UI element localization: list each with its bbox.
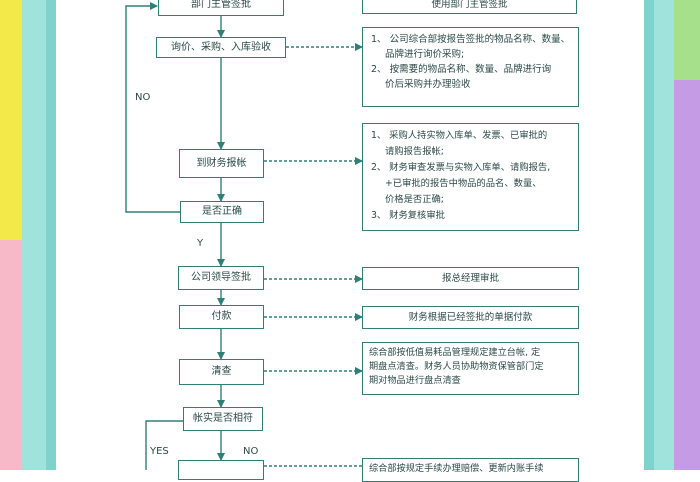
label-no-loop: NO: [135, 92, 151, 103]
step-inventory-check: 清查: [179, 359, 264, 385]
stripe-teal-left: [22, 0, 46, 470]
note-text: 使用部门主管签批: [431, 0, 508, 10]
step-to-finance: 到财务报帐: [179, 149, 264, 178]
note-line: 请购报告报帐;: [385, 146, 444, 157]
stripe-teal-right: [654, 0, 674, 470]
note-top: 使用部门主管签批: [362, 0, 577, 14]
step-dept-approval: 部门主管签批: [158, 0, 284, 16]
arrow-yes-branch: [145, 420, 183, 470]
step-account-match: 帐实是否相符: [183, 407, 263, 431]
note-line: 1、 公司综合部按报告签批的物品名称、数量、: [371, 34, 571, 45]
note-line: +已审批的报告中物品的品名、数量、: [385, 178, 542, 189]
note-text: 报总经理审批: [441, 273, 499, 284]
step-label: 是否正确: [202, 206, 242, 217]
note-leader: 报总经理审批: [362, 267, 579, 290]
note-line: 品牌进行询价采购;: [385, 49, 465, 60]
stripe-pink-left: [0, 240, 22, 470]
step-label: 公司领导签批: [191, 272, 251, 283]
note-line: 1、 采购人持实物入库单、发票、已审批的: [371, 130, 548, 141]
step-is-correct: 是否正确: [180, 201, 264, 223]
step-label: 到财务报帐: [196, 157, 247, 169]
note-text: 财务根据已经签批的单据付款: [408, 312, 533, 323]
note-bottom: 综合部按规定手续办理赔偿、更新内账手续: [362, 458, 579, 482]
step-label: 部门主管签批: [191, 0, 251, 10]
step-leader-approval: 公司领导签批: [178, 266, 264, 290]
step-inquiry: 询价、采购、入库验收: [156, 37, 286, 58]
note-line: 3、 财务复核审批: [371, 210, 445, 221]
note-inventory: 综合部按低值易耗品管理规定建立台帐, 定 期盘点清查。财务人员协助物资保管部门定…: [362, 342, 579, 395]
flowchart-connectors: [125, 2, 363, 470]
note-line: 2、 财务审查发票与实物入库单、请购报告,: [371, 162, 551, 173]
step-payment: 付款: [179, 305, 264, 329]
note-line: 价后采购并办理验收: [385, 79, 471, 90]
label-yes-down: Y: [197, 238, 204, 249]
step-label: 帐实是否相符: [193, 413, 253, 424]
note-payment: 财务根据已经签批的单据付款: [362, 306, 579, 329]
note-line: 综合部按低值易耗品管理规定建立台帐, 定: [369, 347, 541, 358]
note-finance: 1、 采购人持实物入库单、发票、已审批的 请购报告报帐; 2、 财务审查发票与实…: [362, 123, 579, 231]
note-inquiry: 1、 公司综合部按报告签批的物品名称、数量、 品牌进行询价采购; 2、 按需要的…: [362, 27, 579, 107]
note-text: 综合部按规定手续办理赔偿、更新内账手续: [369, 463, 544, 474]
step-label: 付款: [211, 311, 232, 322]
label-no-branch: NO: [243, 446, 259, 457]
stripe-green-right: [674, 0, 700, 80]
stripe-purple-right: [674, 80, 700, 470]
arrow-no-loop: [125, 2, 180, 213]
step-bottom-partial: [178, 460, 264, 480]
note-line: 期盘点清查。财务人员协助物资保管部门定: [369, 361, 544, 372]
note-line: 期对物品进行盘点清查: [369, 375, 461, 386]
note-line: 价格是否正确;: [385, 194, 444, 205]
label-yes-branch: YES: [150, 446, 169, 457]
step-label: 清查: [211, 366, 232, 377]
note-line: 2、 按需要的物品名称、数量、品牌进行询: [371, 64, 552, 75]
step-label: 询价、采购、入库验收: [171, 41, 271, 53]
stripe-yellow-left: [0, 0, 22, 240]
